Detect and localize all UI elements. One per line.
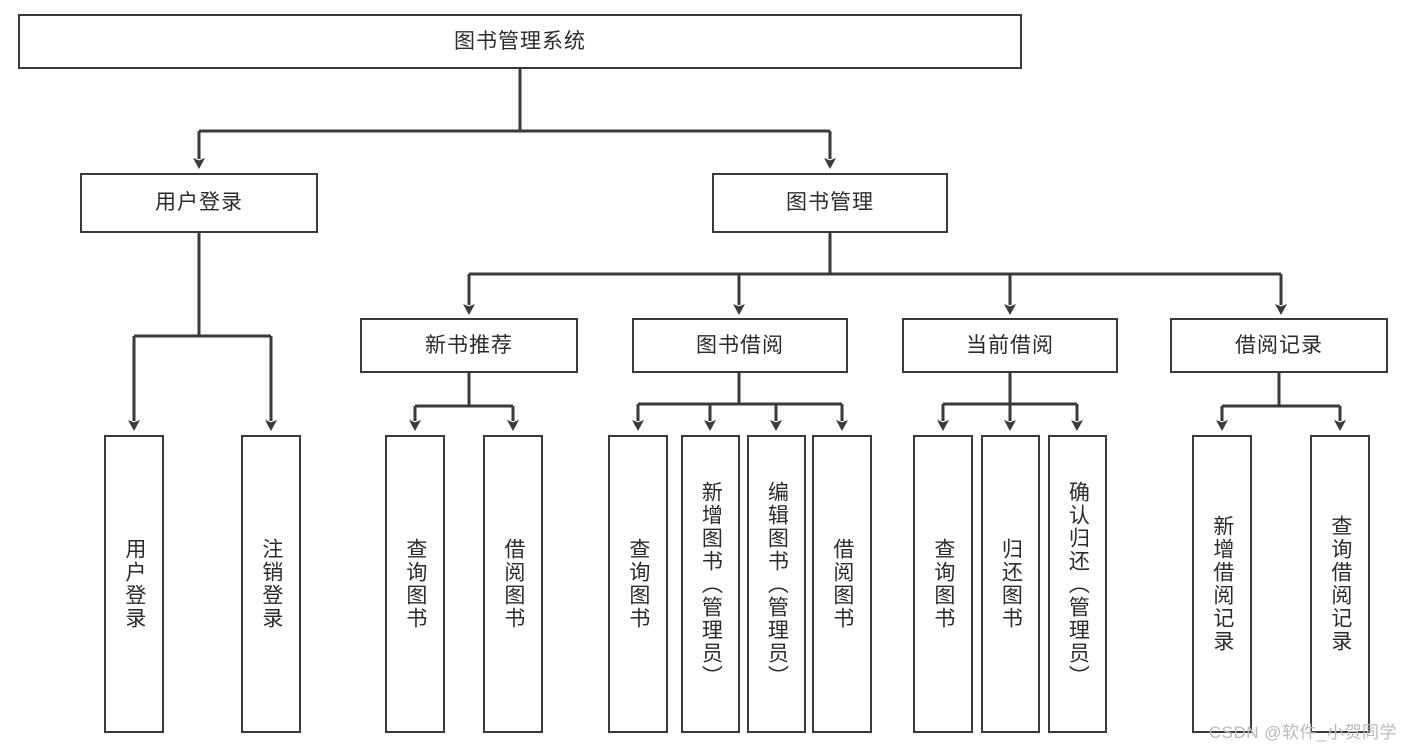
node-leaf-add-book[interactable]: 新增图书（管理员） (681, 435, 740, 733)
node-current-borrow[interactable]: 当前借阅 (902, 318, 1118, 373)
node-leaf-confirm-return[interactable]: 确认归还（管理员） (1048, 435, 1107, 733)
node-leaf-user-logout-label: 注销登录 (259, 538, 283, 630)
node-user-login[interactable]: 用户登录 (80, 173, 318, 233)
node-leaf-edit-book-label: 编辑图书（管理员） (765, 480, 789, 688)
node-leaf-user-login-label: 用户登录 (122, 538, 146, 630)
node-leaf-query-record[interactable]: 查询借阅记录 (1310, 435, 1370, 733)
node-borrow-record[interactable]: 借阅记录 (1170, 318, 1388, 373)
node-leaf-return-book-label: 归还图书 (999, 538, 1023, 630)
node-leaf-query-book-1-label: 查询图书 (403, 538, 427, 630)
node-leaf-borrow-book-2[interactable]: 借阅图书 (812, 435, 872, 733)
node-book-manage-label: 图书管理 (786, 191, 874, 215)
node-leaf-query-book-3[interactable]: 查询图书 (913, 435, 973, 733)
node-book-borrow[interactable]: 图书借阅 (632, 318, 848, 373)
node-root-label: 图书管理系统 (454, 29, 586, 53)
node-leaf-borrow-book-2-label: 借阅图书 (830, 538, 854, 630)
node-root[interactable]: 图书管理系统 (18, 14, 1022, 69)
node-book-borrow-label: 图书借阅 (696, 333, 784, 357)
node-borrow-record-label: 借阅记录 (1235, 333, 1323, 357)
node-leaf-add-record-label: 新增借阅记录 (1210, 515, 1234, 653)
node-leaf-add-book-label: 新增图书（管理员） (699, 480, 723, 688)
node-book-manage[interactable]: 图书管理 (712, 173, 948, 233)
node-leaf-return-book[interactable]: 归还图书 (981, 435, 1040, 733)
node-leaf-query-book-2[interactable]: 查询图书 (608, 435, 668, 733)
node-leaf-confirm-return-label: 确认归还（管理员） (1066, 480, 1090, 688)
node-leaf-borrow-book-1[interactable]: 借阅图书 (483, 435, 543, 733)
node-leaf-borrow-book-1-label: 借阅图书 (501, 538, 525, 630)
node-leaf-edit-book[interactable]: 编辑图书（管理员） (747, 435, 806, 733)
node-leaf-query-record-label: 查询借阅记录 (1328, 515, 1352, 653)
watermark-text: CSDN @软件_小贺同学 (1208, 723, 1397, 742)
node-leaf-user-logout[interactable]: 注销登录 (241, 435, 301, 733)
node-leaf-add-record[interactable]: 新增借阅记录 (1192, 435, 1252, 733)
node-leaf-user-login[interactable]: 用户登录 (104, 435, 164, 733)
node-current-borrow-label: 当前借阅 (966, 333, 1054, 357)
node-user-login-label: 用户登录 (155, 191, 243, 215)
node-new-book-recommend[interactable]: 新书推荐 (360, 318, 578, 373)
node-leaf-query-book-2-label: 查询图书 (626, 538, 650, 630)
node-leaf-query-book-1[interactable]: 查询图书 (385, 435, 445, 733)
node-leaf-query-book-3-label: 查询图书 (931, 538, 955, 630)
node-new-book-recommend-label: 新书推荐 (425, 333, 513, 357)
